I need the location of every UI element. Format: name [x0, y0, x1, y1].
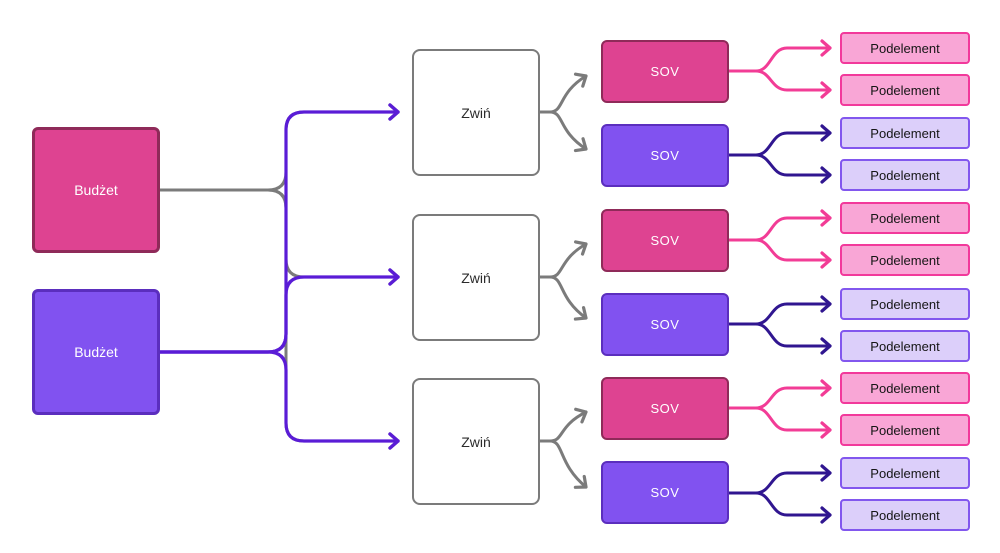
subelement-node[interactable]: Podelement: [840, 499, 970, 531]
subelement-node[interactable]: Podelement: [840, 244, 970, 276]
sov-node[interactable]: SOV: [601, 124, 729, 187]
budget-node[interactable]: Budżet: [32, 289, 160, 415]
subelement-node[interactable]: Podelement: [840, 202, 970, 234]
subelement-node[interactable]: Podelement: [840, 330, 970, 362]
sov-node[interactable]: SOV: [601, 209, 729, 272]
sov-node[interactable]: SOV: [601, 461, 729, 524]
budget-node[interactable]: Budżet: [32, 127, 160, 253]
subelement-node[interactable]: Podelement: [840, 159, 970, 191]
sov-node[interactable]: SOV: [601, 293, 729, 356]
sov-node[interactable]: SOV: [601, 40, 729, 103]
subelement-node[interactable]: Podelement: [840, 372, 970, 404]
sov-node[interactable]: SOV: [601, 377, 729, 440]
collapse-node[interactable]: Zwiń: [412, 214, 540, 341]
subelement-node[interactable]: Podelement: [840, 117, 970, 149]
collapse-node[interactable]: Zwiń: [412, 49, 540, 176]
subelement-node[interactable]: Podelement: [840, 457, 970, 489]
subelement-node[interactable]: Podelement: [840, 414, 970, 446]
collapse-node[interactable]: Zwiń: [412, 378, 540, 505]
subelement-node[interactable]: Podelement: [840, 74, 970, 106]
subelement-node[interactable]: Podelement: [840, 32, 970, 64]
subelement-node[interactable]: Podelement: [840, 288, 970, 320]
